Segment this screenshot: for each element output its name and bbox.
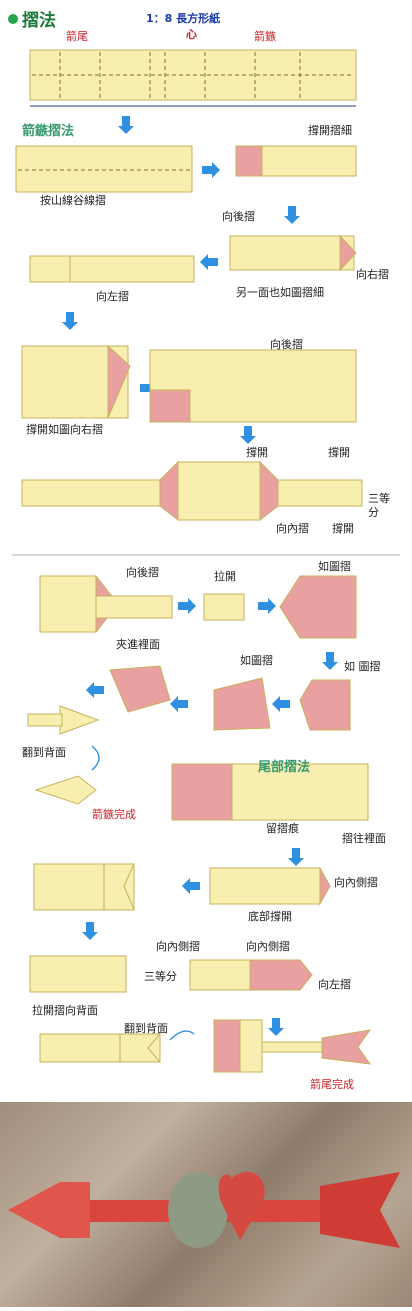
- step-thirds-box: [177, 461, 261, 521]
- arrow-down-6: [288, 848, 304, 866]
- label-heart: 心: [186, 28, 197, 41]
- thirds-pink-l: [159, 460, 179, 522]
- arrow-left-5: [182, 878, 200, 894]
- arrow-left-4: [86, 682, 104, 698]
- step-fold-right: 向右摺: [356, 268, 389, 281]
- arrow-right-4: [258, 598, 276, 614]
- step-fold-in-side-1: 向內側摺: [334, 876, 378, 889]
- head-r2-b: [213, 677, 271, 731]
- arrow-right-1: [202, 162, 220, 178]
- step-flip-back-2: 翻到背面: [124, 1022, 168, 1035]
- left-flap: [29, 255, 71, 283]
- arrow-left-1: [200, 254, 218, 270]
- step-pull-open: 拉開: [214, 570, 236, 583]
- step-open-thin: 撐開摺細: [308, 124, 352, 137]
- arrow-down-4: [240, 426, 256, 444]
- tail-r2-right: [209, 867, 321, 905]
- step-open-c: 撐開: [332, 522, 354, 535]
- step-bottom-open: 底部撐開: [248, 910, 292, 923]
- arrow-down-5: [322, 652, 338, 670]
- head-r1-box: [39, 575, 97, 633]
- page-title: 摺法: [8, 6, 56, 31]
- back2-pink: [149, 389, 191, 423]
- arrow-down-1: [118, 116, 134, 134]
- fold-diagrams: [12, 49, 400, 1073]
- step-pull-open-back: 拉開摺向背面: [32, 1004, 98, 1017]
- step-thirds-1: 三等: [368, 492, 390, 505]
- step-tuck-inside: 摺往裡面: [342, 832, 386, 845]
- tail-r3-pink: [249, 959, 313, 991]
- head-r2-c: [109, 665, 171, 713]
- head-r1-mid: [203, 593, 245, 621]
- tail-r4-pink: [213, 1019, 241, 1073]
- label-head: 箭鏃: [254, 30, 276, 43]
- tail-r1-pink: [171, 763, 233, 821]
- step-mountain-valley: 按山線谷線摺: [40, 194, 106, 207]
- tail-r2-tip: [319, 866, 331, 906]
- step-fold-back-1: 向後摺: [222, 210, 255, 223]
- step-fold-in-side-3: 向內側摺: [246, 940, 290, 953]
- step-crease: 留摺痕: [266, 822, 299, 835]
- head-done-shape: [34, 775, 97, 805]
- head-r1-kite: [279, 575, 357, 639]
- step-thirds-3: 三等分: [144, 970, 177, 983]
- arrow-right-3: [178, 598, 196, 614]
- paper-ratio: 1：8 長方形紙: [146, 12, 221, 25]
- finished-arrow-photo: [0, 1102, 412, 1307]
- flip-arrow-2: [169, 1030, 195, 1041]
- thirds-pink-r: [259, 460, 279, 522]
- step-mv-paper: [15, 145, 193, 193]
- head-r2-tip: [59, 705, 100, 735]
- section-tail-fold: 尾部摺法: [258, 760, 311, 775]
- step-flip-back: 翻到背面: [22, 746, 66, 759]
- step-fold-back-3: 向後摺: [126, 566, 159, 579]
- flip-arrow-1: [91, 745, 100, 771]
- right-pink-tip: [339, 234, 357, 272]
- head-r2-stub: [27, 713, 63, 727]
- step-fold-back-2: 向後摺: [270, 338, 303, 351]
- step-fold-left-2: 向左摺: [318, 978, 351, 991]
- arrow-left-3: [170, 696, 188, 712]
- step-other-side: 另一面也如圖摺細: [236, 286, 324, 299]
- arrow-down-2: [284, 206, 300, 224]
- tail-r4-notch: [119, 1033, 162, 1063]
- bullet-icon: [8, 14, 18, 24]
- step-fold-left: 向左摺: [96, 290, 129, 303]
- step-thirds-2: 分: [368, 506, 379, 519]
- tail-r4-fletch: [321, 1029, 372, 1065]
- step-as-shown-3: 如 圖摺: [344, 660, 381, 673]
- section-head-fold: 箭鏃摺法: [22, 124, 75, 139]
- step-fold-in-side-2: 向內側摺: [156, 940, 200, 953]
- step-fold-in: 向內摺: [276, 522, 309, 535]
- tail-r3-left: [29, 955, 127, 993]
- step-open-b: 撐開: [328, 446, 350, 459]
- step-head-done: 箭鏃完成: [92, 808, 136, 821]
- head-r2-a: [299, 679, 351, 731]
- money-arrow-image: [8, 1171, 400, 1248]
- step-tuck-in: 夾進裡面: [116, 638, 160, 651]
- arrow-down-8: [268, 1018, 284, 1036]
- openright-pink: [107, 344, 131, 419]
- step-as-shown-1: 如圖摺: [318, 560, 351, 573]
- thin-pink-end: [235, 145, 263, 177]
- step-open-right: 撐開如圖向右摺: [26, 423, 103, 436]
- arrow-down-7: [82, 922, 98, 940]
- arrow-down-3: [62, 312, 78, 330]
- head-r1-bar: [95, 595, 173, 619]
- tail-r2-notch: [103, 863, 135, 911]
- step-as-shown-2: 如圖摺: [240, 654, 273, 667]
- step-open-a: 撐開: [246, 446, 268, 459]
- arrow-left-2: [272, 696, 290, 712]
- tail-r4-shaft: [261, 1041, 323, 1053]
- label-tail: 箭尾: [66, 30, 88, 43]
- step-tail-done: 箭尾完成: [310, 1078, 354, 1091]
- step-right-paper: [229, 235, 355, 271]
